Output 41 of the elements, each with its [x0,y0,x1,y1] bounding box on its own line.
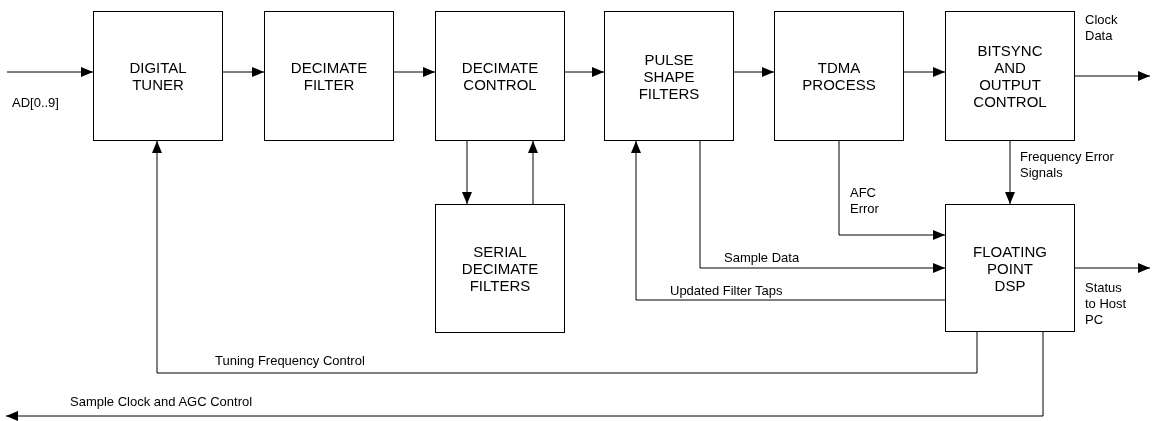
process-box [264,11,394,141]
edge-label: AFC Error [850,185,880,217]
edge-label: Frequency Error Signals [1020,149,1115,181]
edge-label: Clock Data [1085,12,1119,44]
arrow [6,67,94,77]
box-label: DECIMATE CONTROL [460,59,540,93]
process-box [435,204,565,333]
box-label: TDMA PROCESS [801,59,877,93]
process-box [604,11,734,141]
arrow [1005,140,1015,205]
box-label: DIGITAL TUNER [128,59,188,93]
arrow [903,67,946,77]
arrow [1074,71,1151,81]
arrow [528,140,538,205]
box-label: FLOATING POINT DSP [972,242,1048,294]
arrow [699,140,946,273]
edge-label: Updated Filter Taps [670,283,783,299]
edge-label: Sample Data [724,250,800,266]
arrow [631,140,946,301]
arrow [733,67,775,77]
box-label: DECIMATE FILTER [289,59,369,93]
edge-label: AD[0..9] [12,95,59,111]
arrow [838,140,946,240]
box-label: SERIAL DECIMATE FILTERS [460,243,540,294]
edge-label: Tuning Frequency Control [215,353,365,369]
arrow [393,67,436,77]
box-label: BITSYNC AND OUTPUT CONTROL [972,42,1048,110]
edge-label: Sample Clock and AGC Control [70,394,253,410]
arrow [564,67,605,77]
box-label: PULSE SHAPE FILTERS [637,50,701,102]
edge-label: Status to Host PC [1085,280,1128,328]
arrow [152,140,978,374]
arrow [1074,263,1151,273]
process-box [774,11,904,141]
process-box [93,11,223,141]
arrow [462,140,472,205]
process-box [435,11,565,141]
process-box [945,11,1075,141]
process-box [945,204,1075,332]
arrow [5,331,1044,421]
arrow [222,67,265,77]
